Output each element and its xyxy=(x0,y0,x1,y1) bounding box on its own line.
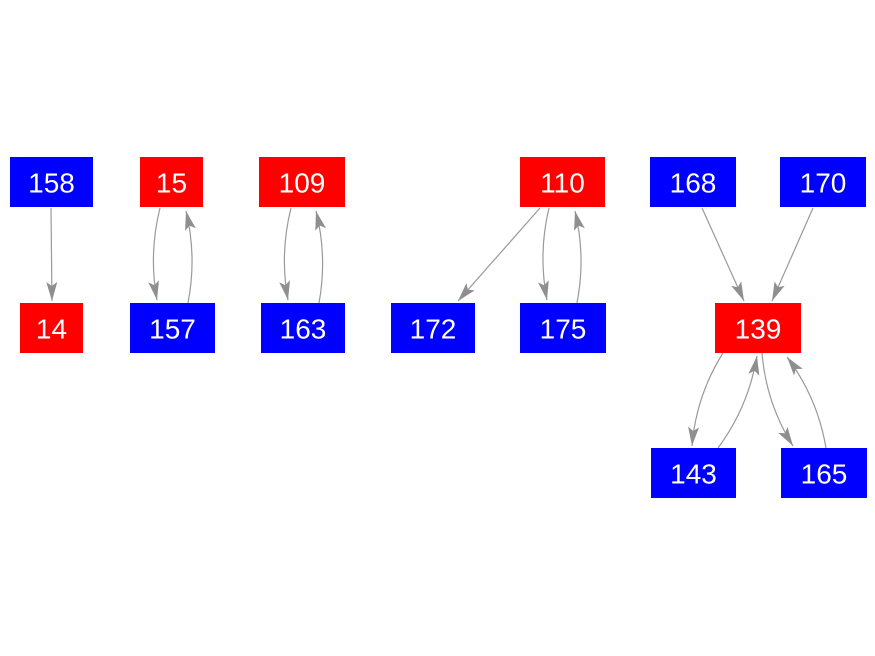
arrowhead-110-175 xyxy=(538,280,549,300)
graph-node-175: 175 xyxy=(520,303,606,353)
node-label: 14 xyxy=(36,314,67,345)
edge-170-139 xyxy=(771,207,814,302)
edge-139-143 xyxy=(688,352,724,447)
node-box xyxy=(520,303,606,353)
node-box xyxy=(261,303,345,353)
arrowhead-170-139 xyxy=(772,281,785,301)
node-label: 168 xyxy=(670,168,717,199)
node-box xyxy=(520,157,605,207)
edge-line xyxy=(701,207,745,302)
node-label: 170 xyxy=(800,168,847,199)
arrowhead-175-110 xyxy=(574,211,585,231)
arrowhead-158-14 xyxy=(46,281,58,301)
node-box xyxy=(20,303,83,353)
node-box xyxy=(650,157,736,207)
edge-line xyxy=(457,207,541,302)
node-label: 110 xyxy=(540,168,585,199)
edge-143-139 xyxy=(717,355,760,449)
arrowhead-168-139 xyxy=(731,281,744,301)
node-label: 158 xyxy=(28,168,75,199)
node-label: 157 xyxy=(149,314,196,345)
graph-node-165: 165 xyxy=(781,448,867,498)
node-label: 165 xyxy=(801,459,848,490)
edge-163-109 xyxy=(315,210,326,304)
node-label: 163 xyxy=(280,314,327,345)
arrowhead-110-172 xyxy=(458,283,475,301)
edge-158-14 xyxy=(46,207,58,302)
node-label: 139 xyxy=(735,314,782,345)
arrowhead-163-109 xyxy=(315,211,326,231)
edge-168-139 xyxy=(701,207,745,302)
graph-node-14: 14 xyxy=(20,303,83,353)
node-box xyxy=(781,448,867,498)
graph-node-110: 110 xyxy=(520,157,605,207)
arrowhead-157-15 xyxy=(185,211,196,231)
node-box xyxy=(715,303,801,353)
graph-node-109: 109 xyxy=(259,157,345,207)
arrowhead-143-139 xyxy=(748,356,760,376)
graph-node-143: 143 xyxy=(651,448,736,498)
edge-110-175 xyxy=(538,207,550,301)
arrowhead-139-165 xyxy=(778,427,793,446)
node-label: 172 xyxy=(410,314,457,345)
edge-165-139 xyxy=(786,356,827,449)
graph-node-15: 15 xyxy=(140,157,203,207)
graph-node-170: 170 xyxy=(780,157,866,207)
node-label: 175 xyxy=(540,314,587,345)
node-box xyxy=(651,448,736,498)
edge-109-163 xyxy=(279,207,292,301)
node-box xyxy=(780,157,866,207)
arrowhead-165-139 xyxy=(787,357,803,376)
edge-15-157 xyxy=(148,207,161,301)
node-box xyxy=(259,157,345,207)
arrowhead-139-143 xyxy=(688,426,699,446)
node-label: 15 xyxy=(156,168,187,199)
edge-175-110 xyxy=(574,210,585,304)
graph-node-158: 158 xyxy=(10,157,93,207)
graph-node-172: 172 xyxy=(391,303,475,353)
graph-node-168: 168 xyxy=(650,157,736,207)
node-box xyxy=(391,303,475,353)
edge-110-172 xyxy=(457,207,541,302)
arrowhead-15-157 xyxy=(148,280,159,300)
arrowhead-109-163 xyxy=(279,280,290,300)
edge-139-165 xyxy=(761,352,794,447)
node-label: 109 xyxy=(279,168,326,199)
node-box xyxy=(140,157,203,207)
graph-node-157: 157 xyxy=(130,303,215,353)
node-box xyxy=(10,157,93,207)
node-label: 143 xyxy=(670,459,717,490)
graph-node-139: 139 xyxy=(715,303,801,353)
node-box xyxy=(130,303,215,353)
edge-157-15 xyxy=(185,210,196,304)
graph-node-163: 163 xyxy=(261,303,345,353)
edge-line xyxy=(771,207,814,302)
